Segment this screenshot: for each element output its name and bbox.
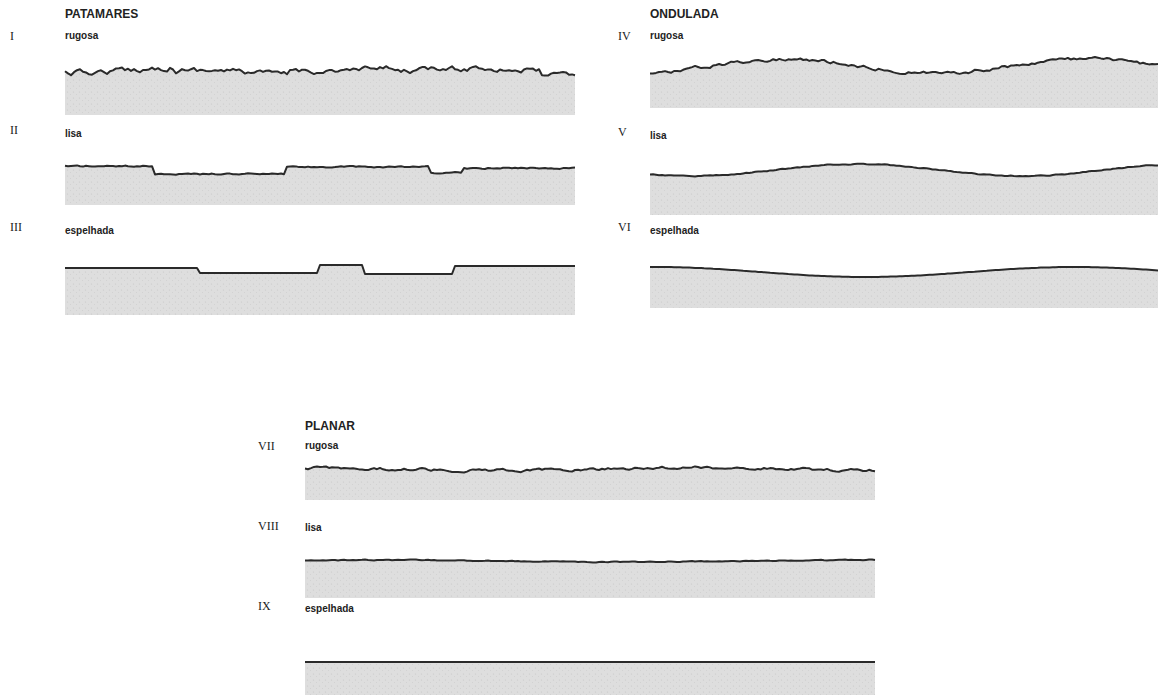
rock-body bbox=[650, 57, 1158, 108]
planar-rough-profile bbox=[305, 466, 875, 472]
stepped-slickensided-profile bbox=[65, 265, 575, 274]
rock-body bbox=[65, 66, 575, 115]
surface-type: espelhada bbox=[65, 225, 114, 236]
class-number: V bbox=[618, 126, 627, 139]
rock-body bbox=[650, 164, 1158, 215]
group-heading: PATAMARES bbox=[65, 8, 138, 21]
rock-body bbox=[65, 165, 575, 205]
surface-type: lisa bbox=[65, 128, 82, 139]
class-number: III bbox=[10, 221, 22, 234]
rock-body bbox=[305, 662, 875, 695]
rock-body bbox=[650, 267, 1158, 308]
class-number: IX bbox=[258, 600, 271, 613]
planar-slickensided-profile bbox=[305, 661, 875, 663]
stepped-smooth-profile bbox=[65, 165, 575, 174]
surface-type: espelhada bbox=[650, 225, 699, 236]
stepped-rough-profile bbox=[65, 66, 575, 75]
planar-smooth-profile bbox=[305, 560, 875, 563]
surface-type: rugosa bbox=[650, 30, 683, 41]
surface-type: lisa bbox=[650, 130, 667, 141]
class-number: IV bbox=[618, 30, 631, 43]
class-number: I bbox=[10, 30, 14, 43]
group-heading: ONDULADA bbox=[650, 8, 719, 21]
undulating-smooth-profile bbox=[650, 164, 1158, 177]
undulating-slickensided-profile bbox=[650, 267, 1158, 277]
surface-type: lisa bbox=[305, 522, 322, 533]
undulating-rough-profile bbox=[650, 57, 1158, 74]
class-number: II bbox=[10, 124, 18, 137]
rock-body bbox=[305, 560, 875, 599]
class-number: VI bbox=[618, 221, 631, 234]
surface-type: rugosa bbox=[65, 30, 98, 41]
group-heading: PLANAR bbox=[305, 420, 355, 433]
surface-type: rugosa bbox=[305, 440, 338, 451]
rock-body bbox=[65, 265, 575, 315]
rock-body bbox=[305, 466, 875, 500]
surface-type: espelhada bbox=[305, 603, 354, 614]
class-number: VII bbox=[258, 440, 275, 453]
class-number: VIII bbox=[258, 520, 279, 533]
